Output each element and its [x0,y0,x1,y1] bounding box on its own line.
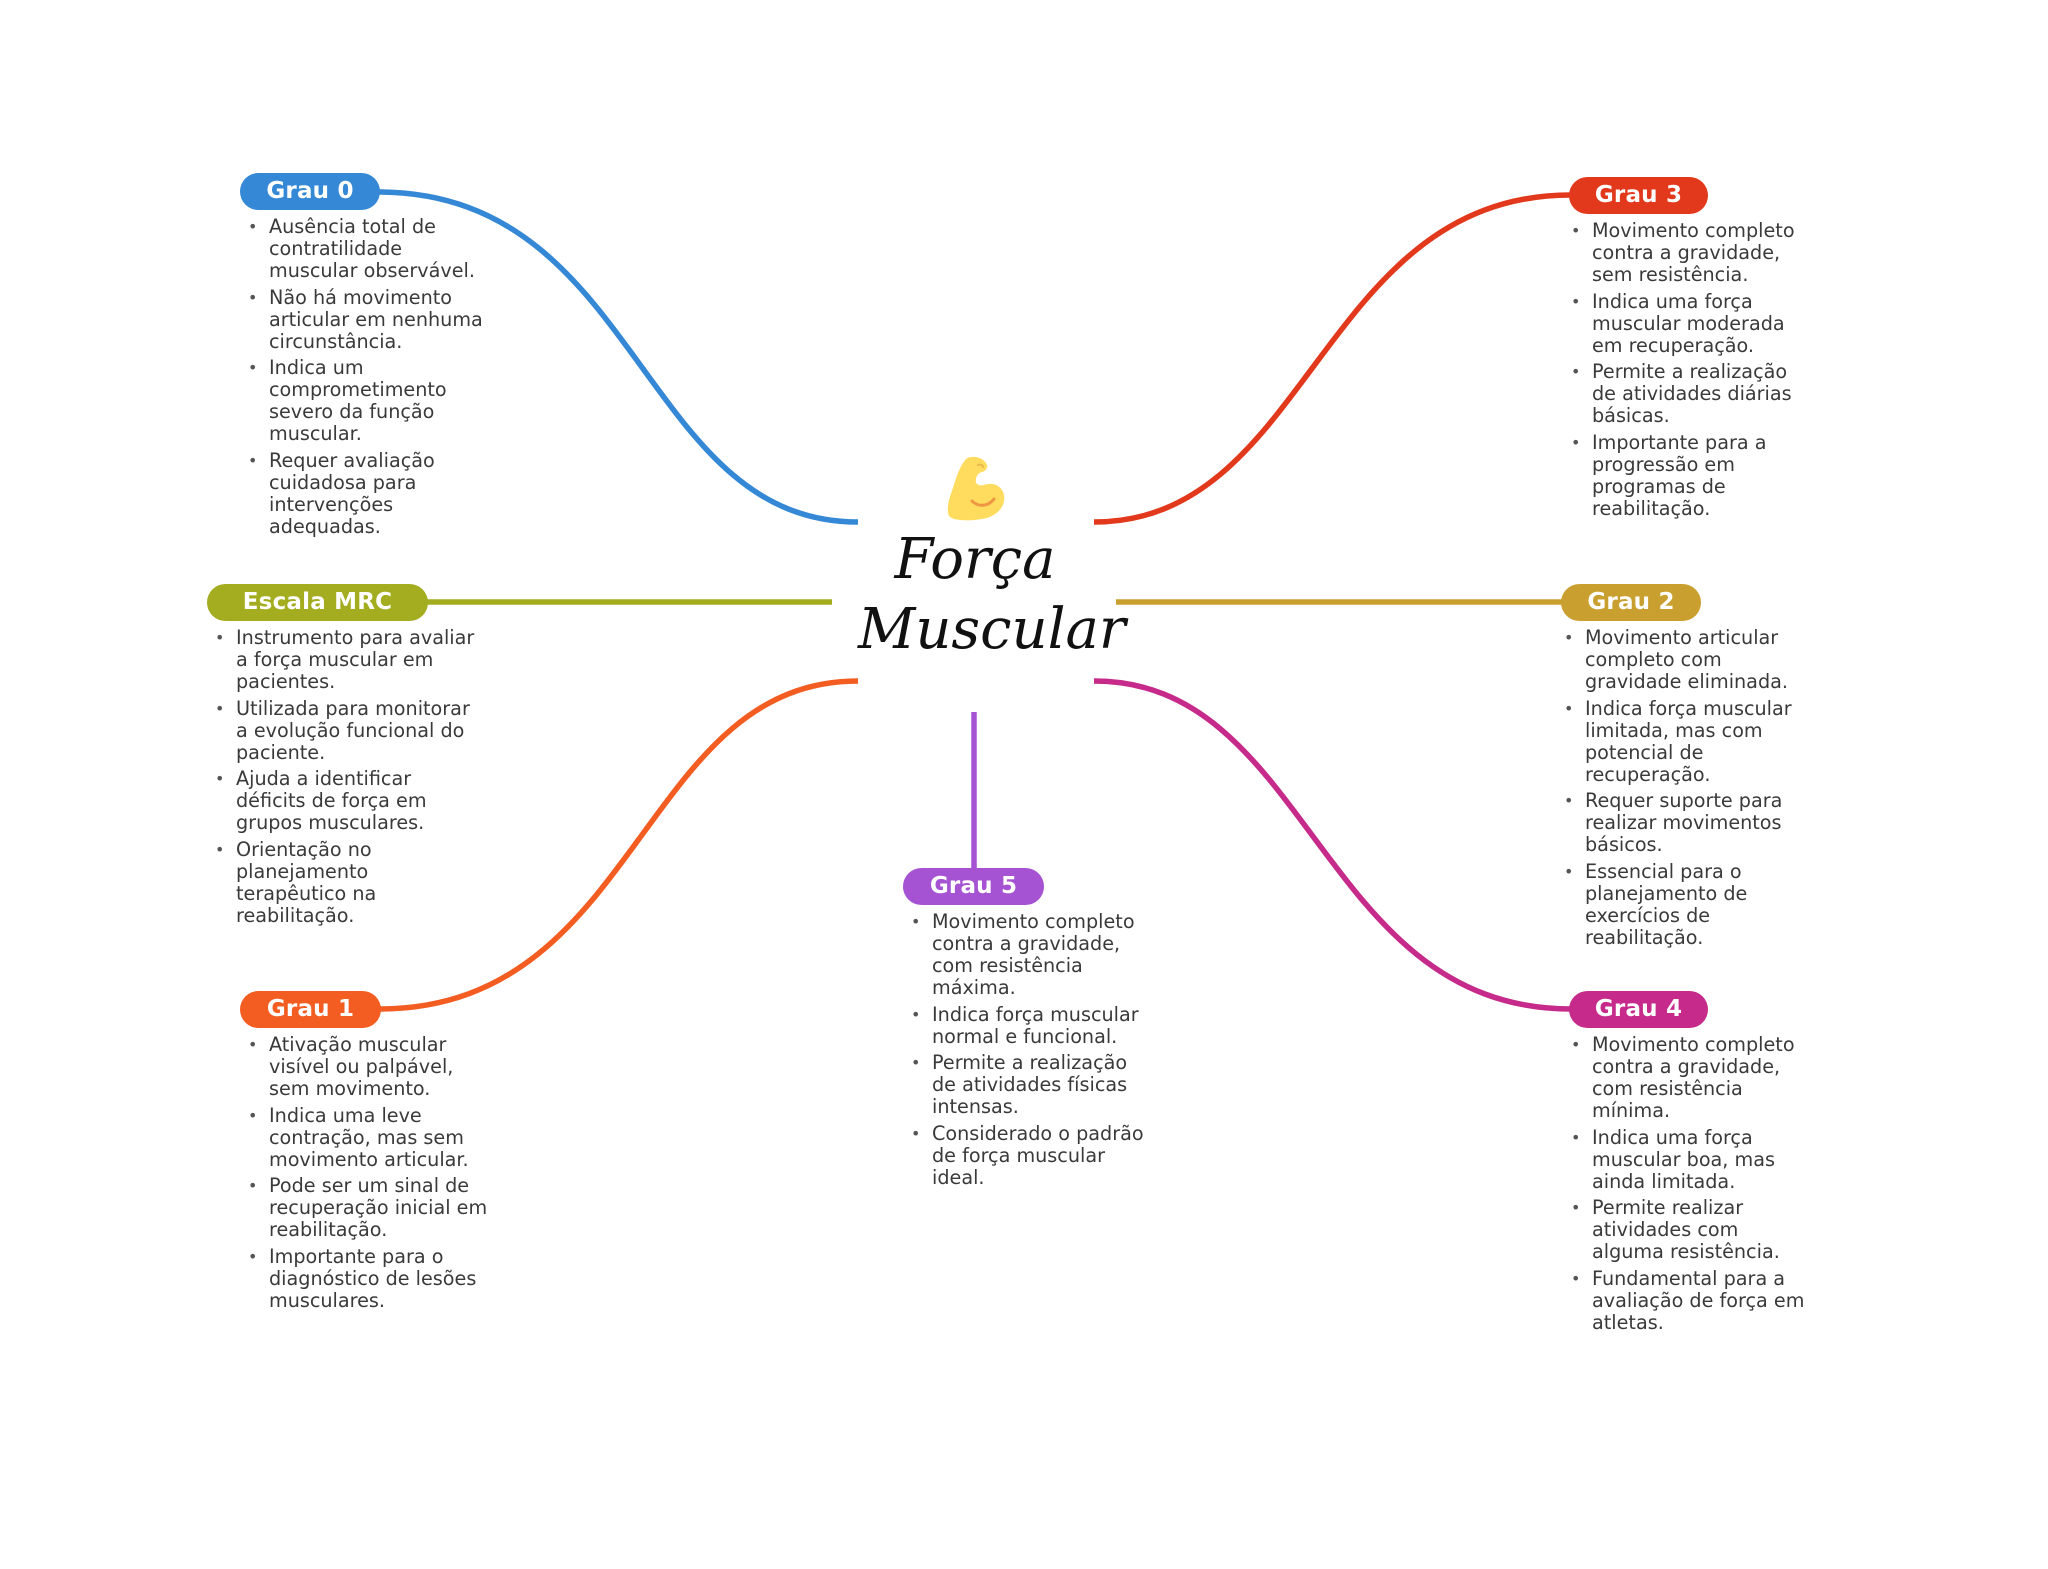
bullet-icon: • [1571,1268,1581,1288]
bullet-icon: • [911,1123,921,1143]
list-item: •Considerado o padrão de força muscular … [911,1121,1144,1189]
bullet-icon: • [1571,1035,1581,1054]
branch-pill-grau-5[interactable]: Grau 5 [903,868,1044,905]
branch-notes-grau-1: •Ativação muscular visível ou palpável, … [245,1034,490,1316]
list-item: •Ausência total de contratilidade muscul… [248,215,475,282]
branch-notes-grau-4: •Movimento completo contra a gravidade, … [1568,1034,1808,1338]
list-item: •Fundamental para a avaliação de força e… [1571,1266,1805,1334]
branch-label: Grau 2 [1587,589,1675,615]
list-item: •Requer suporte para realizar movimentos… [1564,789,1783,856]
branch-notes-escala-mrc: •Instrumento para avaliar a força muscul… [212,627,482,931]
bullet-icon: • [215,769,225,788]
branch-label: Grau 1 [266,996,355,1022]
branch-pill-grau-0[interactable]: Grau 0 [240,173,380,210]
bullet-icon: • [215,839,225,859]
list-item: •Indica um comprometimento severo da fun… [248,356,447,445]
bullet-icon: • [1564,628,1574,647]
branch-notes-grau-0: •Ausência total de contratilidade muscul… [245,216,485,542]
list-item: •Movimento articular completo com gravid… [1564,626,1788,693]
branch-notes-grau-3: •Movimento completo contra a gravidade, … [1568,220,1808,524]
bullet-icon: • [911,1004,921,1024]
list-item: •Permite a realização de atividades físi… [911,1051,1128,1118]
list-item: •Importante para a progressão em program… [1571,430,1767,520]
flexed-biceps-icon [947,456,1005,521]
branch-label: Grau 5 [929,873,1018,899]
list-item: •Instrumento para avaliar a força muscul… [215,626,475,693]
branch-pill-grau-2[interactable]: Grau 2 [1561,584,1701,621]
bullet-icon: • [1571,1127,1581,1147]
list-item: •Permite realizar atividades com alguma … [1571,1196,1780,1263]
bullet-icon: • [248,358,258,377]
list-item: •Ativação muscular visível ou palpável, … [248,1033,454,1100]
branch-pill-grau-4[interactable]: Grau 4 [1569,991,1708,1028]
branch-pill-grau-3[interactable]: Grau 3 [1569,177,1708,214]
bullet-icon: • [1571,432,1581,452]
bullet-icon: • [248,1105,258,1125]
bullet-icon: • [1564,861,1574,881]
connector-grau-3 [1093,192,1572,525]
bullet-icon: • [1571,362,1581,381]
central-topic-title-line-2: Muscular [858,597,1126,662]
bullet-icon: • [248,1246,258,1266]
bullet-icon: • [1571,291,1581,311]
list-item: •Indica uma força muscular moderada em r… [1571,289,1785,357]
branch-notes-grau-2: •Movimento articular completo com gravid… [1561,627,1801,953]
bullet-icon: • [911,912,921,931]
branch-label: Grau 3 [1594,182,1683,208]
list-item: •Movimento completo contra a gravidade, … [1571,219,1795,286]
branch-pill-escala-mrc[interactable]: Escala MRC [207,584,428,621]
list-item: •Ajuda a identificar déficits de força e… [215,767,427,834]
branch-pill-grau-1[interactable]: Grau 1 [240,991,381,1028]
list-item: •Requer avaliação cuidadosa para interve… [248,448,435,538]
list-item: •Pode ser um sinal de recuperação inicia… [248,1174,488,1241]
list-item: •Orientação no planejamento terapêutico … [215,837,377,927]
bullet-icon: • [248,1176,258,1195]
list-item: •Indica uma leve contração, mas sem movi… [248,1103,469,1171]
connector-grau-4 [1093,678,1572,1012]
list-item: •Não há movimento articular em nenhuma c… [248,285,483,353]
bullet-icon: • [1571,221,1581,240]
list-item: •Essencial para o planejamento de exercí… [1564,859,1748,949]
list-item: •Importante para o diagnóstico de lesões… [248,1244,477,1312]
bullet-icon: • [215,628,225,647]
branch-notes-grau-5: •Movimento completo contra a gravidade, … [908,911,1148,1193]
bullet-icon: • [215,698,225,718]
bullet-icon: • [911,1053,921,1072]
bullet-icon: • [248,450,258,470]
list-item: •Movimento completo contra a gravidade, … [1571,1033,1795,1122]
list-item: •Indica força muscular limitada, mas com… [1564,696,1792,786]
bullet-icon: • [1571,1198,1581,1217]
bullet-icon: • [1564,698,1574,718]
bullet-icon: • [1564,791,1574,810]
list-item: •Indica uma força muscular boa, mas aind… [1571,1125,1775,1193]
bullet-icon: • [248,287,258,307]
list-item: •Movimento completo contra a gravidade, … [911,910,1135,999]
list-item: •Utilizada para monitorar a evolução fun… [215,696,470,764]
list-item: •Permite a realização de atividades diár… [1571,360,1792,427]
bullet-icon: • [248,1035,258,1054]
central-topic-title-line-1: Força [894,527,1056,592]
branch-label: Grau 4 [1594,996,1683,1022]
list-item: •Indica força muscular normal e funciona… [911,1002,1139,1048]
branch-label: Grau 0 [266,178,354,204]
central-topic[interactable]: Força Muscular [858,455,1126,665]
bullet-icon: • [248,217,258,236]
branch-label: Escala MRC [242,589,393,615]
